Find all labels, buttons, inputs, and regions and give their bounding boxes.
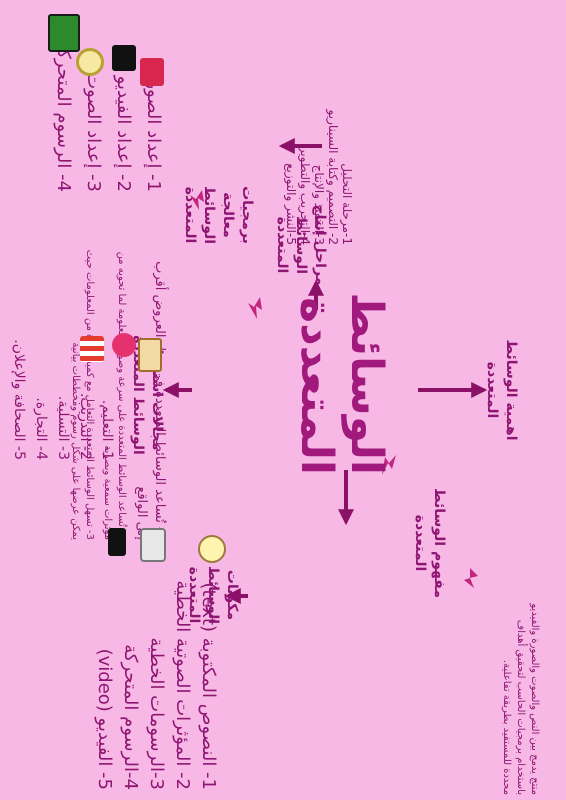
components-item-2: 2- المؤثرات الصوتية الخطية (172, 580, 193, 790)
uses-item-3: 3- التسلية. (55, 395, 71, 460)
camera-icon (108, 528, 126, 556)
definition-line-2: باستخدام برمجيات الحاسب لتحقيق أهداف (515, 619, 526, 795)
bulb-icon (198, 535, 226, 563)
definition-line-3: محددة للمستفيد بطريقة تفاعلية. (501, 659, 512, 795)
software-item-4: 4- الرسوم المتحركة (53, 40, 74, 192)
uses-item-5: 5- الصحافة والإعلان. (11, 339, 27, 460)
definition-line-1: منتج يدمج بين النص والصوت والصورة والفيد… (529, 603, 540, 795)
camera-icon (112, 45, 136, 71)
heart-icon (112, 333, 136, 357)
book-icon (138, 338, 162, 372)
lightning-bolt-icon (464, 568, 478, 588)
production-item-5: 5-النشر والتوزيع (284, 163, 298, 245)
tv-icon (140, 528, 166, 562)
production-item-2: 2- التصميم وكتابة السيناريو (326, 109, 340, 245)
importance-heading: اهمية الوسائط المتعددة (484, 339, 519, 441)
tv-icon (48, 14, 80, 52)
lightning-bolt-icon (248, 297, 262, 319)
components-item-4: 4-الرسوم المتحركة (120, 644, 141, 790)
lightning-bolt-icon (382, 455, 396, 475)
production-item-3: 3-التنفيذ والإنتاج (312, 164, 326, 245)
production-item-1: 1-مرحلة التحليل (340, 163, 354, 245)
popcorn-icon (80, 336, 104, 362)
definition-heading: مفهوم الوسائط المتعددة (412, 487, 447, 598)
production-list: 1-مرحلة التحليل 2- التصميم وكتابة السينا… (284, 110, 354, 245)
software-item-2: 2- إعداد الفيديو (113, 75, 134, 192)
software-heading: برمجيات معالجة الوسائط المتعددة (182, 185, 255, 245)
production-item-4: 4-التجريب والتطوير (298, 146, 312, 245)
components-list: 1- النصوص المكتوبة (text) 2- المؤثرات ال… (91, 530, 221, 790)
photo-icon (140, 58, 164, 86)
components-item-1: 1- النصوص المكتوبة (text) (198, 582, 219, 790)
lightning-bolt-icon (190, 190, 204, 210)
components-item-5: 5- الفيديو (video) (94, 648, 115, 790)
page-title: الوسائط المتعددة (291, 292, 392, 475)
definition-text: منتج يدمج بين النص والصوت والصورة والفيد… (499, 505, 541, 795)
uses-item-4: 4- التجارة. (33, 397, 49, 460)
speaker-icon (76, 48, 104, 76)
components-item-3: 3-الرسومات الخطية (146, 637, 167, 791)
